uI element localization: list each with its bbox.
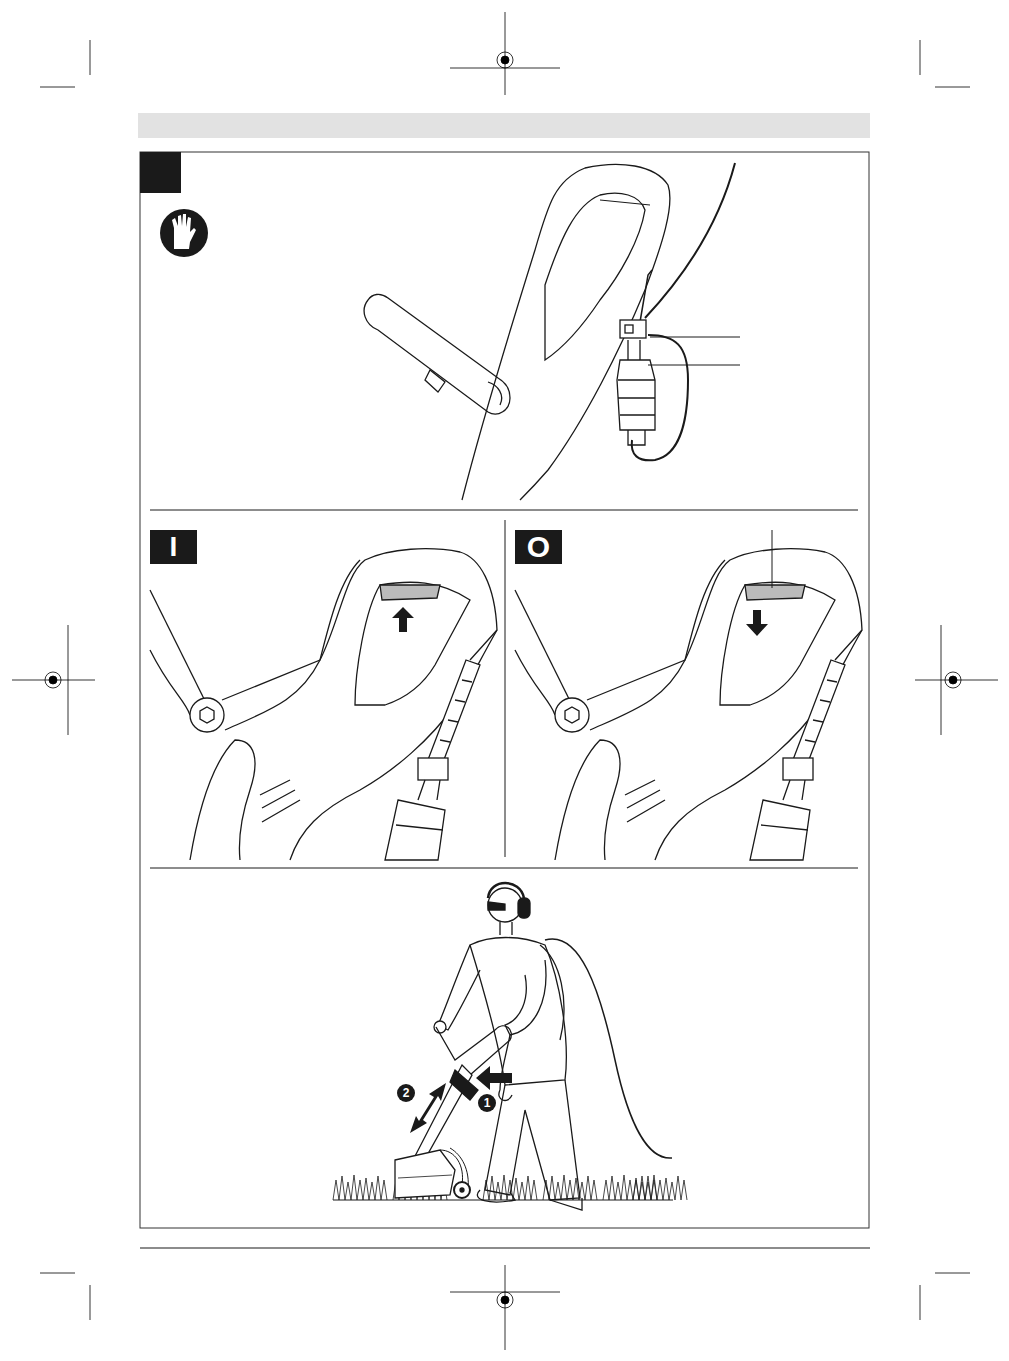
callout-circle: [397, 1084, 415, 1102]
handle-drawing: [364, 163, 740, 500]
crop-marks: [12, 12, 998, 1350]
switch-symbol: O: [515, 530, 562, 564]
callout-circle: [478, 1094, 496, 1112]
off-symbol-box: [515, 530, 562, 564]
callout-number: 1: [478, 1094, 496, 1112]
figure-tab: [140, 152, 181, 193]
header-bar: [138, 113, 870, 138]
callout-number: 2: [397, 1084, 415, 1102]
switch-symbol: I: [150, 530, 197, 564]
frame: [140, 152, 869, 1228]
user-drawing: [333, 883, 687, 1210]
on-symbol-box: [150, 530, 197, 564]
glove-icon: [160, 209, 208, 257]
motion-arrows: [410, 1066, 512, 1133]
switch-drawing: [150, 549, 497, 860]
